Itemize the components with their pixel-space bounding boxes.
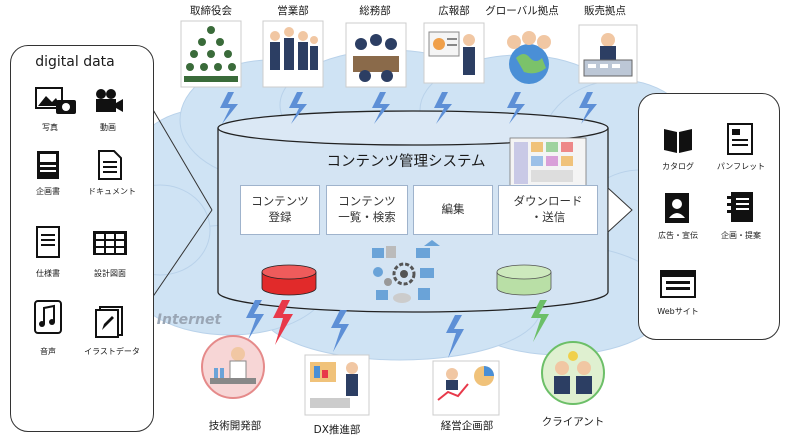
register-content-label: コンテンツ 登録 <box>251 194 309 224</box>
blueprint-grid-icon <box>93 231 127 255</box>
database-green <box>496 264 552 296</box>
corporate-planning-icon <box>432 360 500 416</box>
planning-proposal-label: 企画・提案 <box>721 231 761 240</box>
specification-icon <box>36 226 60 258</box>
proposal-document-icon <box>37 151 59 179</box>
pamphlet-icon <box>727 123 753 155</box>
top-label-store: 販売拠点 <box>584 5 626 17</box>
list-search-box[interactable]: コンテンツ 一覧・検索 <box>326 185 408 235</box>
system-screen-thumbnail <box>509 137 587 189</box>
video-label: 動画 <box>100 123 116 132</box>
digital-data-title: digital data <box>35 54 115 70</box>
advertisement-icon <box>665 193 689 223</box>
store-icon <box>578 24 638 84</box>
pamphlet-label: パンフレット <box>716 162 766 171</box>
general-affairs-icon <box>345 22 407 88</box>
proposal-label: 企画書 <box>36 187 60 196</box>
register-content-box[interactable]: コンテンツ 登録 <box>240 185 320 235</box>
client-label: クライアント <box>541 416 605 428</box>
rnd-department-label: 技術開発部 <box>208 420 262 432</box>
pr-presentation-icon <box>423 22 485 84</box>
digital-data-panel <box>10 45 154 432</box>
download-send-label: ダウンロード ・送信 <box>513 194 583 224</box>
top-label-global: グローバル拠点 <box>485 5 559 17</box>
top-label-general-affairs: 総務部 <box>359 5 391 17</box>
database-red <box>261 264 317 296</box>
document-label: ドキュメント <box>88 187 136 196</box>
video-camera-icon <box>96 89 123 112</box>
output-panel <box>638 93 780 340</box>
document-icon <box>98 150 122 180</box>
audio-label: 音声 <box>40 347 56 356</box>
list-search-label: コンテンツ 一覧・検索 <box>338 194 396 224</box>
it-infographic <box>372 240 440 303</box>
planning-proposal-icon <box>727 192 753 222</box>
blueprint-label: 設計図面 <box>94 269 126 278</box>
catalog-icon <box>664 129 692 153</box>
sales-team-icon <box>262 20 324 88</box>
specification-label: 仕様書 <box>36 269 60 278</box>
top-connectors <box>220 92 597 124</box>
edit-box[interactable]: 編集 <box>413 185 493 235</box>
illustration-data-label: イラストデータ <box>84 347 140 356</box>
board-meeting-icon <box>180 20 242 88</box>
dx-department-icon <box>304 354 370 416</box>
edit-label: 編集 <box>441 202 465 217</box>
top-label-sales: 営業部 <box>277 5 309 17</box>
top-label-pr: 広報部 <box>438 5 470 17</box>
rnd-department-icon <box>201 335 265 399</box>
illustration-data-icon <box>95 306 123 338</box>
system-title: コンテンツ管理システム <box>326 154 486 170</box>
internet-label: Internet <box>156 312 222 328</box>
photo-label: 写真 <box>42 123 58 132</box>
audio-icon <box>34 300 62 334</box>
corporate-planning-label: 経営企画部 <box>440 420 494 432</box>
client-icon <box>541 341 605 405</box>
dx-department-label: DX推進部 <box>313 424 361 436</box>
advertisement-label: 広告・宣伝 <box>658 231 698 240</box>
catalog-label: カタログ <box>662 162 694 171</box>
download-send-box[interactable]: ダウンロード ・送信 <box>498 185 598 235</box>
website-label: Webサイト <box>657 307 699 316</box>
top-label-board: 取締役会 <box>190 5 232 17</box>
photo-icon <box>35 87 76 114</box>
global-branch-icon <box>507 31 551 84</box>
website-icon <box>660 270 696 298</box>
